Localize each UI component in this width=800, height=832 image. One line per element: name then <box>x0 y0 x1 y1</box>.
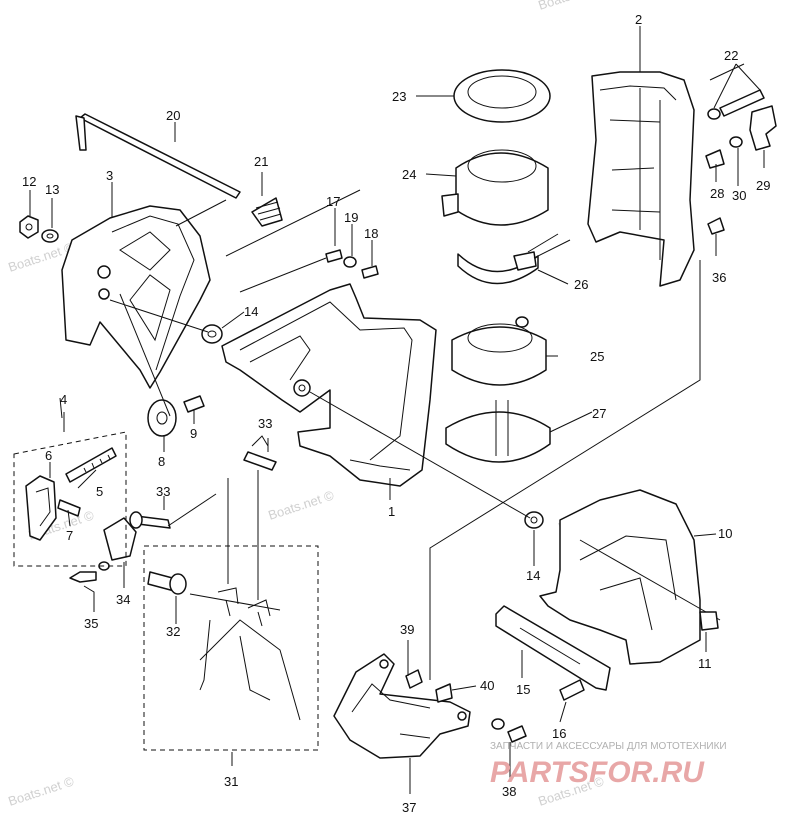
part-3-bracket <box>61 205 211 389</box>
label-22: 22 <box>724 48 738 63</box>
label-28: 28 <box>710 186 724 201</box>
label-36: 36 <box>712 270 726 285</box>
part-17-bolt <box>325 249 343 263</box>
part-39-spring <box>405 669 423 689</box>
part-33-pin-left <box>129 511 171 529</box>
part-6-handle <box>25 475 57 541</box>
watermark: Boats.net © <box>6 773 76 808</box>
label-5: 5 <box>96 484 103 499</box>
label-7: 7 <box>66 528 73 543</box>
part-14-washer-upper <box>201 324 223 344</box>
brand-logo: ЗАПЧАСТИ И АКСЕССУАРЫ ДЛЯ МОТОТЕХНИКИ PA… <box>490 741 727 789</box>
part-9-screw <box>183 395 205 413</box>
part-23-ring <box>453 69 551 123</box>
label-32: 32 <box>166 624 180 639</box>
label-21: 21 <box>254 154 268 169</box>
label-25: 25 <box>590 349 604 364</box>
label-14-upper: 14 <box>244 304 258 319</box>
part-26-band <box>457 239 571 285</box>
label-20: 20 <box>166 108 180 123</box>
callout-labels: 1 2 3 4 5 6 7 8 9 10 11 12 13 14 14 15 1… <box>22 12 770 815</box>
label-33-lower: 33 <box>156 484 170 499</box>
part-12-nut <box>19 215 39 239</box>
label-18: 18 <box>364 226 378 241</box>
label-6: 6 <box>45 448 52 463</box>
brand-subtitle: ЗАПЧАСТИ И АКСЕССУАРЫ ДЛЯ МОТОТЕХНИКИ <box>490 741 727 752</box>
part-20-rod <box>75 113 241 199</box>
label-12: 12 <box>22 174 36 189</box>
part-27-split-ring <box>445 400 551 463</box>
label-38: 38 <box>502 784 516 799</box>
part-18-screw <box>361 265 379 279</box>
label-14-lower: 14 <box>526 568 540 583</box>
part-10-bracket <box>539 489 721 665</box>
part-7-screw <box>57 499 81 517</box>
part-36-screw <box>707 217 725 235</box>
label-39: 39 <box>400 622 414 637</box>
part-32-pin <box>147 571 187 595</box>
part-8-pad <box>147 399 177 437</box>
label-9: 9 <box>190 426 197 441</box>
part-21-spring <box>251 197 283 227</box>
label-34: 34 <box>116 592 130 607</box>
part-15-plate <box>495 605 611 691</box>
part-29-lock <box>749 105 777 151</box>
label-26: 26 <box>574 277 588 292</box>
part-34-clip <box>103 517 137 561</box>
label-23: 23 <box>392 89 406 104</box>
brand-name: PARTSFOR.RU <box>490 756 705 789</box>
label-33-upper: 33 <box>258 416 272 431</box>
watermark: Boats.net © <box>536 0 606 13</box>
label-4: 4 <box>60 392 67 407</box>
part-13-washer <box>41 229 59 243</box>
part-2-housing <box>587 71 695 287</box>
label-2: 2 <box>635 12 642 27</box>
part-28-spring <box>705 149 725 169</box>
label-31: 31 <box>224 774 238 789</box>
part-24-bearing <box>441 149 549 226</box>
leader-lines <box>29 26 765 794</box>
part-37-bracket <box>333 653 471 759</box>
part-33-pin-upper <box>243 435 277 471</box>
part-31-spring-assembly <box>189 587 301 721</box>
part-16-screw <box>559 679 585 701</box>
label-15: 15 <box>516 682 530 697</box>
part-5-screw <box>65 447 117 483</box>
watermark: Boats.net © <box>266 487 336 522</box>
part-19-washer <box>343 256 357 268</box>
label-17: 17 <box>326 194 340 209</box>
part-1-swivel-bracket <box>221 283 437 487</box>
label-16: 16 <box>552 726 566 741</box>
label-37: 37 <box>402 800 416 815</box>
label-3: 3 <box>106 168 113 183</box>
label-40: 40 <box>480 678 494 693</box>
part-22-bolt <box>707 89 765 120</box>
part-30-washer <box>729 136 743 148</box>
group-4-outline <box>13 431 127 567</box>
label-8: 8 <box>158 454 165 469</box>
part-40-pin <box>435 683 453 703</box>
part-25-ring <box>451 316 547 386</box>
label-30: 30 <box>732 188 746 203</box>
label-29: 29 <box>756 178 770 193</box>
part-38-screw <box>491 718 527 743</box>
label-10: 10 <box>718 526 732 541</box>
label-35: 35 <box>84 616 98 631</box>
part-14-washer-lower <box>524 511 544 529</box>
label-27: 27 <box>592 406 606 421</box>
label-11: 11 <box>698 656 712 671</box>
label-19: 19 <box>344 210 358 225</box>
label-13: 13 <box>45 182 59 197</box>
label-1: 1 <box>388 504 395 519</box>
part-35-screw <box>69 561 110 583</box>
label-24: 24 <box>402 167 416 182</box>
